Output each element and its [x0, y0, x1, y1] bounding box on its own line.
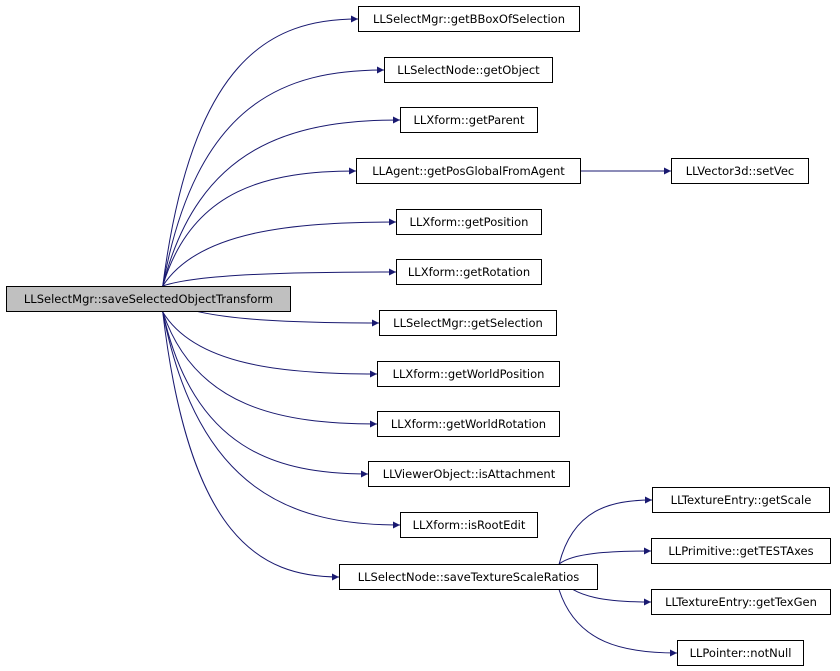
node-isAttachment[interactable]: LLViewerObject::isAttachment	[368, 461, 570, 487]
node-getScale[interactable]: LLTextureEntry::getScale	[652, 487, 830, 513]
edge-root-to-getParent	[162, 116, 401, 287]
node-getPosGlobalFromAgent[interactable]: LLAgent::getPosGlobalFromAgent	[356, 158, 581, 184]
node-isRootEdit[interactable]: LLXform::isRootEdit	[400, 512, 538, 538]
node-getBBoxOfSelection[interactable]: LLSelectMgr::getBBoxOfSelection	[358, 6, 580, 32]
node-setVec[interactable]: LLVector3d::setVec	[671, 158, 809, 184]
edge-root-to-getPosGlobalFromAgent	[162, 167, 357, 287]
edge-root-to-getRotation	[162, 268, 397, 287]
edge-saveTextureScaleRatios-to-getScale	[558, 496, 653, 565]
edge-root-to-getWorldPosition	[162, 311, 378, 378]
node-getRotation[interactable]: LLXform::getRotation	[396, 259, 542, 285]
edge-saveTextureScaleRatios-to-getTESTAxes	[558, 547, 652, 565]
edge-root-to-getPosition	[162, 218, 397, 287]
node-getPosition[interactable]: LLXform::getPosition	[396, 209, 542, 235]
node-getTexGen[interactable]: LLTextureEntry::getTexGen	[651, 589, 831, 615]
edge-root-to-isAttachment	[162, 311, 369, 478]
node-getObject[interactable]: LLSelectNode::getObject	[384, 57, 553, 83]
node-getTESTAxes[interactable]: LLPrimitive::getTESTAxes	[651, 538, 831, 564]
edge-root-to-getBBoxOfSelection	[162, 15, 359, 287]
edge-root-to-saveTextureScaleRatios	[162, 311, 340, 581]
node-saveTextureScaleRatios[interactable]: LLSelectNode::saveTextureScaleRatios	[339, 564, 598, 590]
edge-saveTextureScaleRatios-to-notNull	[558, 589, 678, 657]
node-root-saveSelectedObjectTransform: LLSelectMgr::saveSelectedObjectTransform	[6, 286, 291, 312]
node-getParent[interactable]: LLXform::getParent	[400, 107, 538, 133]
edge-root-to-getObject	[162, 66, 385, 287]
edge-root-to-getWorldRotation	[162, 311, 378, 428]
node-getWorldPosition[interactable]: LLXform::getWorldPosition	[377, 361, 560, 387]
edge-root-to-isRootEdit	[162, 311, 401, 529]
node-notNull[interactable]: LLPointer::notNull	[677, 640, 804, 666]
node-getWorldRotation[interactable]: LLXform::getWorldRotation	[377, 411, 560, 437]
node-getSelection[interactable]: LLSelectMgr::getSelection	[379, 310, 557, 336]
